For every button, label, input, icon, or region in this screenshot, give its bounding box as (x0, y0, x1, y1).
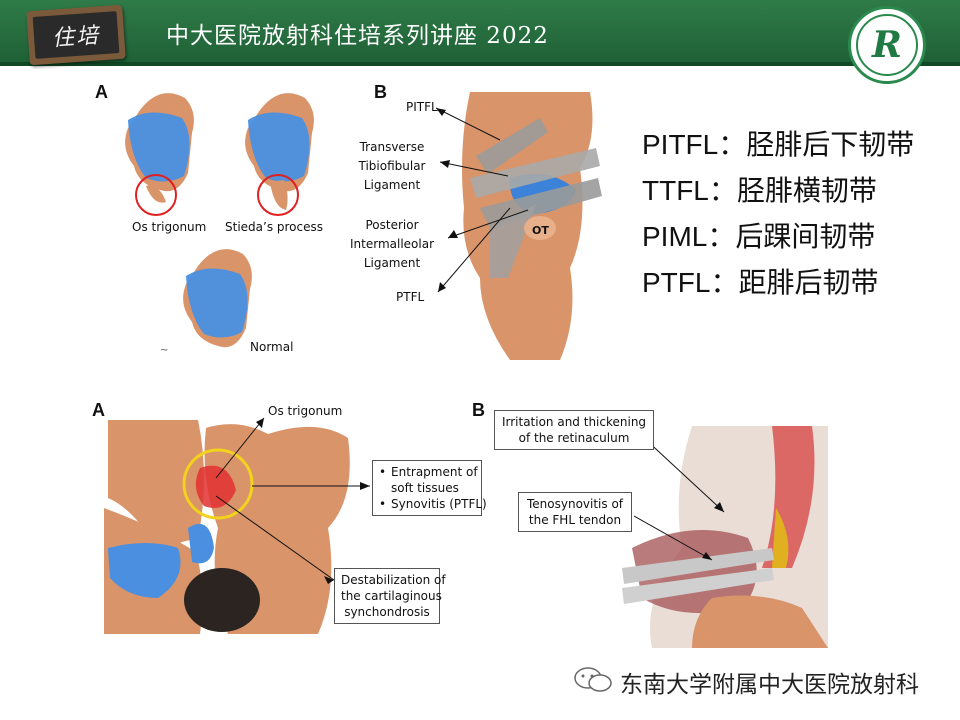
destab-line2: the cartilaginous (341, 588, 433, 604)
legend-line-ttfl: TTFL：胫腓横韧带 (642, 168, 914, 214)
ligament-legend: PITFL：胫腓后下韧带 TTFL：胫腓横韧带 PIML：后踝间韧带 PTFL：… (642, 122, 914, 306)
irritation-line1: Irritation and thickening (501, 414, 647, 430)
title-badge-board: 住培 (33, 11, 120, 59)
callout-destabilization: Destabilization of the cartilaginous syn… (334, 568, 440, 624)
panel-bottom-right: B Irritation and thickening of the retin… (472, 398, 832, 648)
label-ot: OT (532, 224, 549, 237)
talus-normal (183, 249, 252, 347)
legend-line-pitfl: PITFL：胫腓后下韧带 (642, 122, 914, 168)
teno-line1: Tenosynovitis of (525, 496, 625, 512)
footer-text: 东南大学附属中大医院放射科 (620, 665, 919, 699)
label-piml: Posterior Intermalleolar Ligament (346, 216, 438, 273)
hospital-logo: R (848, 6, 926, 84)
panel-top-middle: B PITFL Transverse Tibiofibular Ligament… (340, 78, 630, 368)
callout-tenosynovitis: Tenosynovitis of the FHL tendon (518, 492, 632, 532)
title-badge: 住培 (26, 5, 126, 66)
label-ttfl-line3: Ligament (354, 176, 430, 195)
badge-text: 住培 (51, 17, 101, 52)
header-stripe (0, 62, 960, 66)
bullet-synovitis: Synovitis (PTFL) (379, 496, 475, 512)
legend-line-ptfl: PTFL：距腓后韧带 (642, 260, 914, 306)
label-stieda-process: Stieda’s process (225, 220, 323, 234)
label-ptfl: PTFL (396, 290, 424, 304)
label-piml-line2: Intermalleolar (346, 235, 438, 254)
destab-line1: Destabilization of (341, 572, 433, 588)
talus-stieda-process (245, 93, 314, 215)
label-ttfl-line2: Tibiofibular (354, 157, 430, 176)
label-piml-line3: Ligament (346, 254, 438, 273)
label-os-trigonum-bottom: Os trigonum (268, 404, 342, 418)
label-pitfl: PITFL (406, 100, 438, 114)
logo-letter: R (872, 24, 902, 66)
artist-signature: ~ (160, 345, 168, 356)
label-ttfl: Transverse Tibiofibular Ligament (354, 138, 430, 195)
talus-os-trigonum (125, 93, 194, 215)
irritation-line2: of the retinaculum (501, 430, 647, 446)
label-ttfl-line1: Transverse (354, 138, 430, 157)
label-os-trigonum: Os trigonum (132, 220, 206, 234)
teno-line2: the FHL tendon (525, 512, 625, 528)
label-normal: Normal (250, 340, 293, 354)
destab-line3: synchondrosis (341, 604, 433, 620)
page-title: 中大医院放射科住培系列讲座 2022 (166, 16, 549, 50)
callout-irritation: Irritation and thickening of the retinac… (494, 410, 654, 450)
label-piml-line1: Posterior (346, 216, 438, 235)
wechat-icon (572, 664, 614, 694)
panel-top-left: A ~ Os trigonum Stieda’s process Normal (90, 78, 340, 368)
legend-line-piml: PIML：后踝间韧带 (642, 214, 914, 260)
